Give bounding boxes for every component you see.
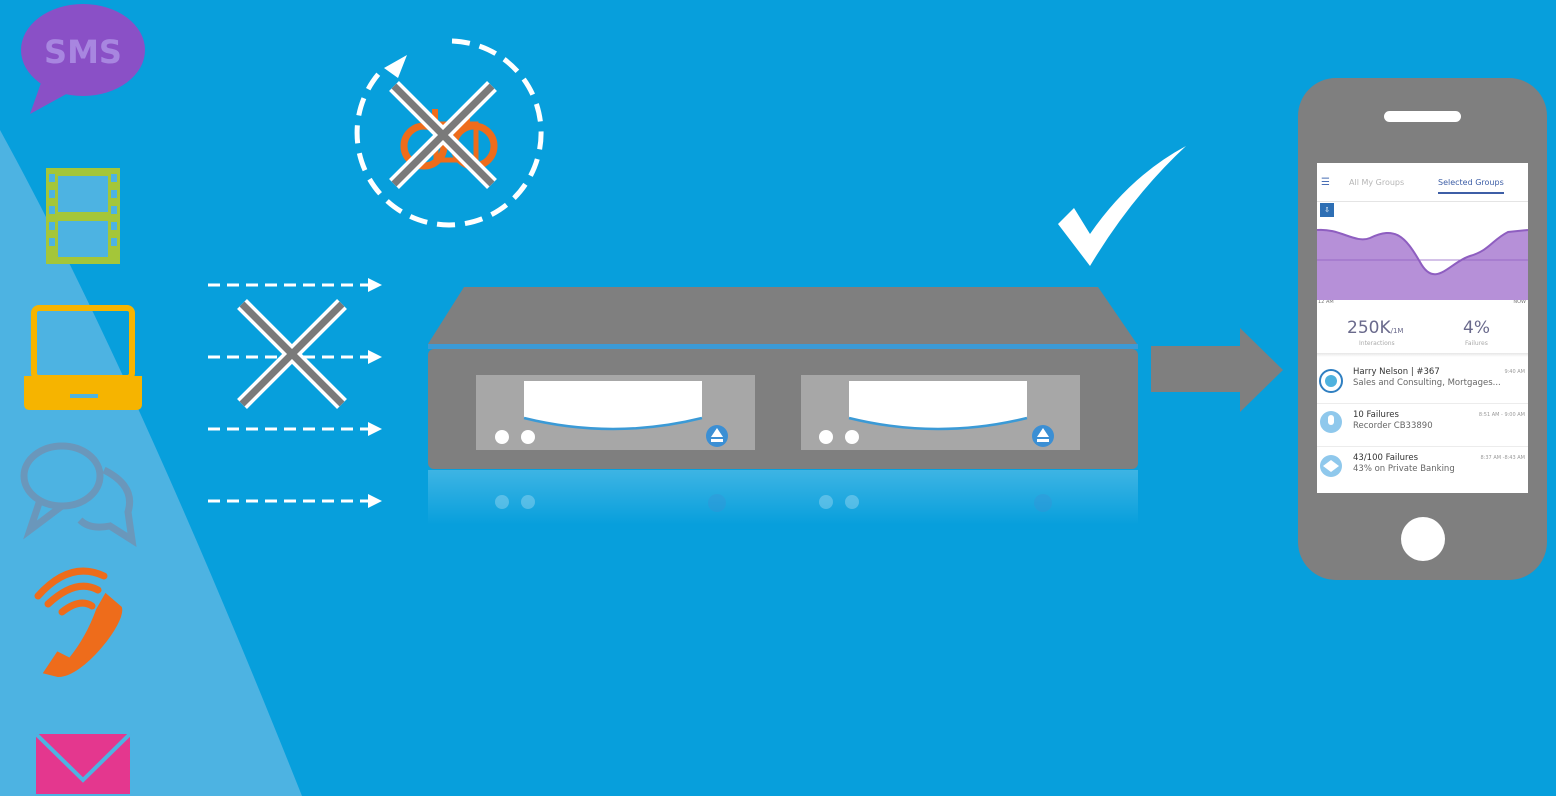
alert-subtitle: Sales and Consulting, Mortgages... (1353, 378, 1501, 388)
divider (1317, 353, 1528, 357)
checkmark-icon (1058, 146, 1186, 266)
alert-time: 8:51 AM - 9:00 AM (1479, 412, 1525, 418)
alert-subtitle: 43% on Private Banking (1353, 464, 1455, 474)
alert-title: 43/100 Failures (1353, 453, 1418, 463)
phone-screen: ☰ All My Groups Selected Groups ⇩ 50% 12… (1317, 163, 1528, 493)
dashed-arrow (208, 422, 382, 436)
dashed-arrow (208, 278, 382, 292)
alert-item[interactable]: Harry Nelson | #367 9:40 AM Sales and Co… (1317, 361, 1528, 404)
hamburger-menu-icon[interactable]: ☰ (1321, 177, 1330, 188)
film-strip-icon (46, 168, 120, 264)
kpi-failures-value: 4% (1463, 318, 1490, 338)
recorder-device (428, 287, 1138, 469)
dashed-arrow (208, 494, 382, 508)
envelope-icon (36, 734, 130, 794)
alert-time: 9:40 AM (1504, 369, 1525, 375)
kpi-failures-label: Failures (1465, 340, 1488, 347)
alert-item[interactable]: 10 Failures 8:51 AM - 9:00 AM Recorder C… (1317, 404, 1528, 447)
sms-label: SMS (44, 33, 122, 71)
output-arrow (1151, 328, 1283, 412)
kpi-interactions-label: Interactions (1359, 340, 1395, 347)
alert-item[interactable]: 43/100 Failures 8:37 AM -8:43 AM 43% on … (1317, 447, 1528, 489)
device-reflection (428, 470, 1138, 525)
kpi-interactions-value: 250K/1M (1347, 318, 1403, 338)
alert-title: 10 Failures (1353, 410, 1399, 420)
eject-icon (1032, 425, 1054, 447)
tab-selected-groups[interactable]: Selected Groups (1438, 178, 1504, 194)
chart-mid-label: 50% (1318, 257, 1329, 263)
sms-bubble-icon: SMS (21, 4, 145, 114)
phone-tab-bar: ☰ All My Groups Selected Groups (1317, 163, 1528, 202)
blocked-cross-icon (242, 304, 342, 404)
tab-all-my-groups[interactable]: All My Groups (1349, 178, 1404, 187)
alert-time: 8:37 AM -8:43 AM (1481, 455, 1526, 461)
eject-icon (706, 425, 728, 447)
alert-title: Harry Nelson | #367 (1353, 367, 1440, 377)
filter-button[interactable]: ⇩ (1320, 203, 1334, 217)
alert-subtitle: Recorder CB33890 (1353, 421, 1433, 431)
